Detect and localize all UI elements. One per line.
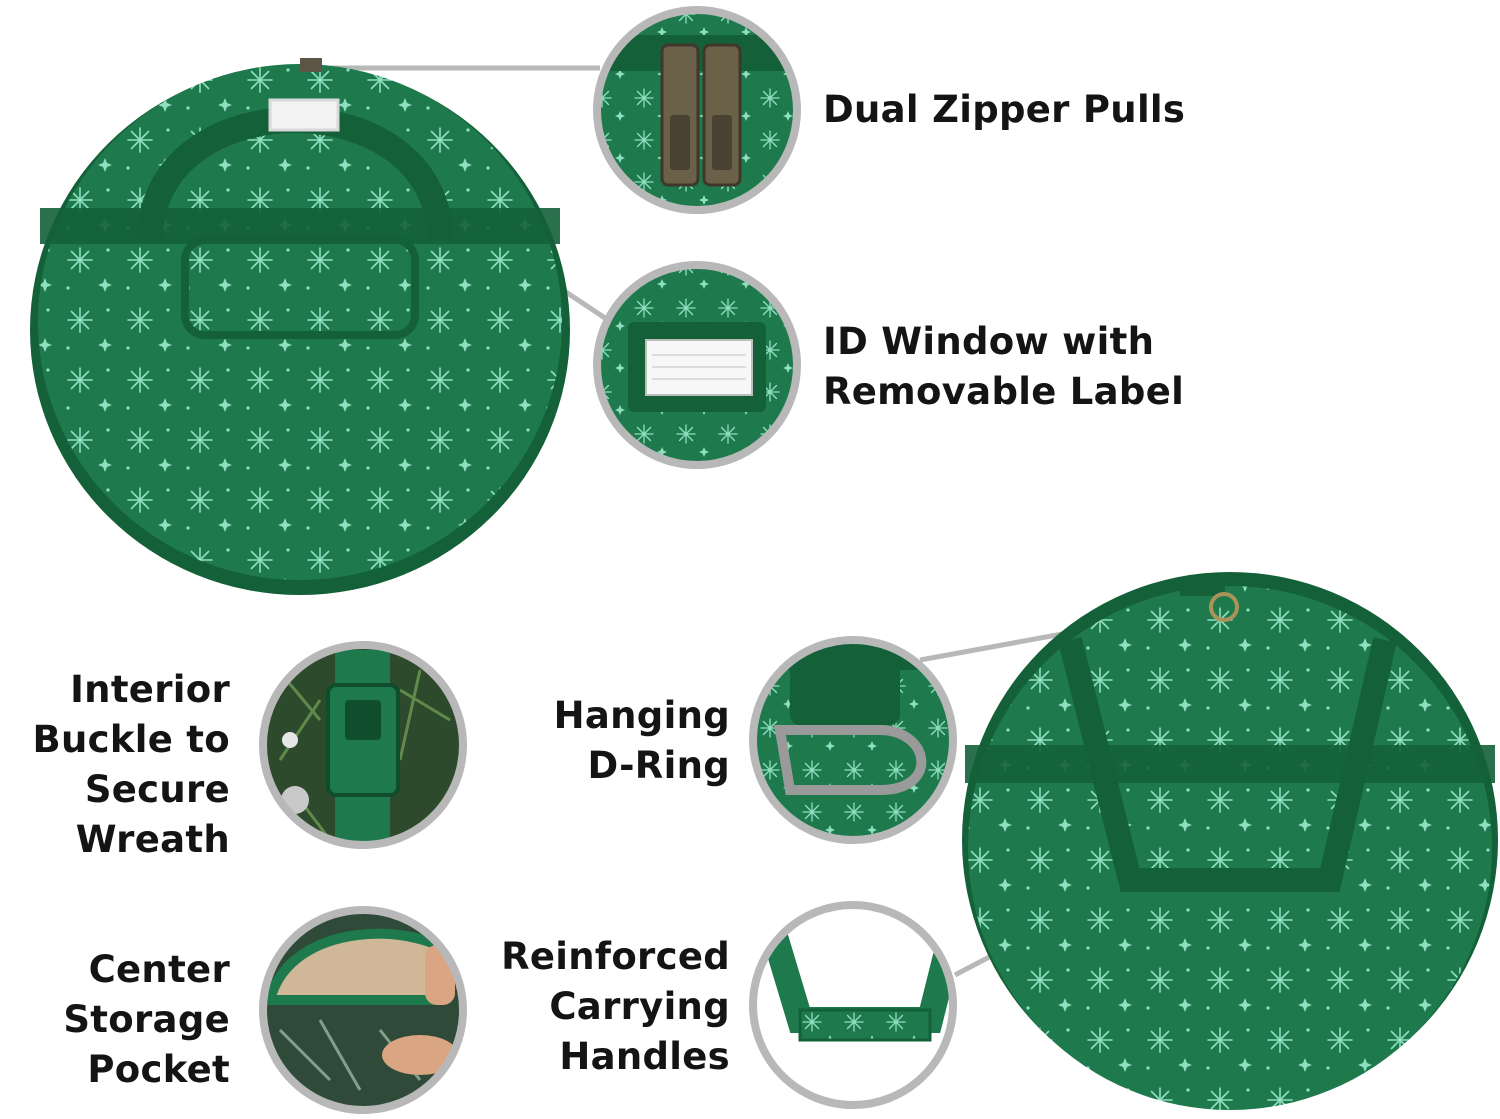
buckle-line-2: Buckle to [32, 718, 230, 761]
buckle-line-1: Interior [70, 668, 230, 711]
buckle-icon [326, 650, 400, 845]
callout-handles-label: Reinforced Carrying Handles [480, 932, 730, 1082]
buckle-callout-circle [259, 641, 467, 849]
pocket-line-1: Center [88, 948, 230, 991]
wreath-bag-back [962, 572, 1498, 1110]
wreath-bag-front [30, 58, 570, 595]
zipper-pull-icon [660, 43, 742, 187]
handles-line-2: Carrying [549, 985, 730, 1028]
callout-pocket-label: Center Storage Pocket [20, 945, 230, 1095]
buckle-line-3: Secure [84, 768, 230, 811]
id-window-icon [628, 322, 766, 412]
zipper-callout-circle [593, 6, 801, 214]
id-window-line-2: Removable Label [823, 370, 1185, 413]
pocket-line-2: Storage [63, 998, 230, 1041]
callout-id-window-label: ID Window with Removable Label [823, 317, 1184, 417]
buckle-line-4: Wreath [75, 818, 230, 861]
id-window-callout-circle [593, 261, 801, 469]
callout-buckle-label: Interior Buckle to Secure Wreath [20, 665, 230, 865]
callout-d-ring-label: Hanging D-Ring [500, 691, 730, 791]
id-window-line-1: ID Window with [823, 320, 1155, 363]
d-ring-callout-circle [749, 636, 957, 844]
d-ring-line-2: D-Ring [587, 744, 730, 787]
d-ring-line-1: Hanging [553, 694, 730, 737]
handles-line-3: Handles [559, 1035, 730, 1078]
zipper-line-1: Dual Zipper Pulls [823, 88, 1186, 131]
pocket-callout-circle [259, 906, 467, 1114]
handles-callout-circle [749, 901, 957, 1109]
handles-line-1: Reinforced [501, 935, 730, 978]
pocket-line-3: Pocket [87, 1048, 230, 1091]
callout-zipper-label: Dual Zipper Pulls [823, 85, 1185, 135]
d-ring-icon [774, 725, 927, 795]
